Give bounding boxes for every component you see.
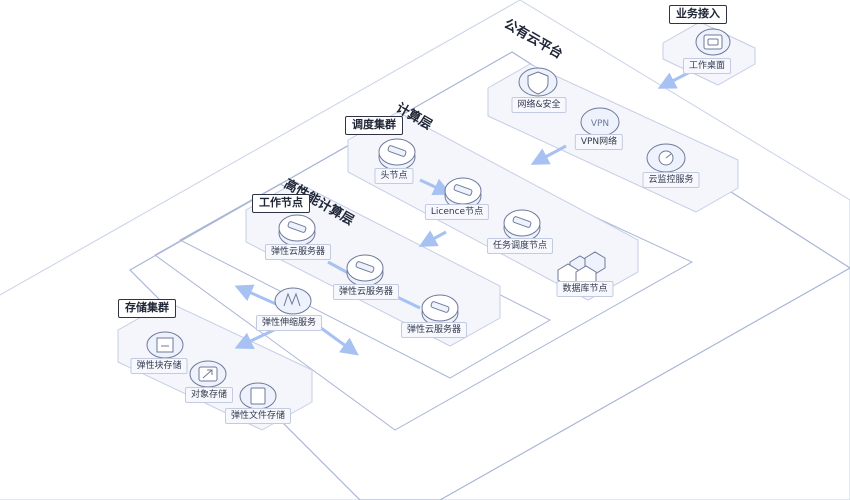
server-icon-1 [278, 214, 316, 247]
arrow-workspace-to-cloud [657, 70, 691, 89]
head-node-label: 头节点 [374, 168, 414, 184]
storage-cluster-tag: 存储集群 [118, 299, 176, 318]
work-nodes-tag: 工作节点 [252, 194, 310, 213]
licence-node-label: Licence节点 [424, 204, 490, 220]
object-storage-icon [189, 360, 227, 388]
block-storage-label: 弹性块存储 [130, 358, 188, 374]
file-storage-icon [239, 382, 277, 410]
ecs-label-1: 弹性云服务器 [264, 244, 332, 260]
task-scheduler-label: 任务调度节点 [486, 238, 554, 254]
block-storage-icon [146, 331, 184, 359]
shield-icon [518, 67, 558, 97]
database-node-label: 数据库节点 [556, 281, 614, 297]
file-storage-label: 弹性文件存储 [224, 408, 292, 424]
ecs-label-2: 弹性云服务器 [332, 284, 400, 300]
arrow-scaling-up [234, 284, 277, 306]
licence-node-icon [444, 177, 482, 210]
arrow-head-to-licence [419, 178, 452, 196]
database-icon [557, 251, 606, 289]
task-scheduler-icon [503, 209, 541, 242]
hpc-layer-boundary [178, 183, 552, 379]
ecs-label-3: 弹性云服务器 [400, 322, 468, 338]
cloud-monitor-label: 云监控服务 [642, 172, 700, 188]
scheduling-cluster-tray [347, 111, 639, 301]
arrow-scaling-down [234, 328, 275, 350]
vpn-icon-text: VPN [591, 119, 609, 129]
workspace-icon [695, 28, 731, 56]
auto-scaling-label: 弹性伸缩服务 [255, 315, 323, 331]
public-cloud-layer-boundary [129, 51, 850, 500]
auto-scaling-icon [274, 287, 312, 315]
monitor-icon [646, 143, 686, 173]
arrow-scheduler-to-hpc [418, 230, 447, 247]
head-node-icon [378, 138, 416, 171]
scheduling-cluster-tag: 调度集群 [345, 116, 403, 135]
network-security-label: 网络&安全 [511, 97, 567, 113]
arrow-ecs-chain-2 [394, 294, 421, 310]
compute-layer-boundary [154, 121, 694, 431]
vpn-label: VPN网络 [574, 134, 624, 150]
arrow-ecs-chain-1 [327, 260, 351, 276]
business-access-tag: 业务接入 [669, 5, 727, 24]
object-storage-label: 对象存储 [184, 387, 234, 403]
workspace-label: 工作桌面 [682, 58, 732, 74]
vpn-icon: VPN [580, 107, 620, 137]
server-icon-2 [346, 254, 384, 287]
arrow-cloud-to-compute [530, 144, 567, 165]
server-icon-3 [421, 294, 459, 327]
